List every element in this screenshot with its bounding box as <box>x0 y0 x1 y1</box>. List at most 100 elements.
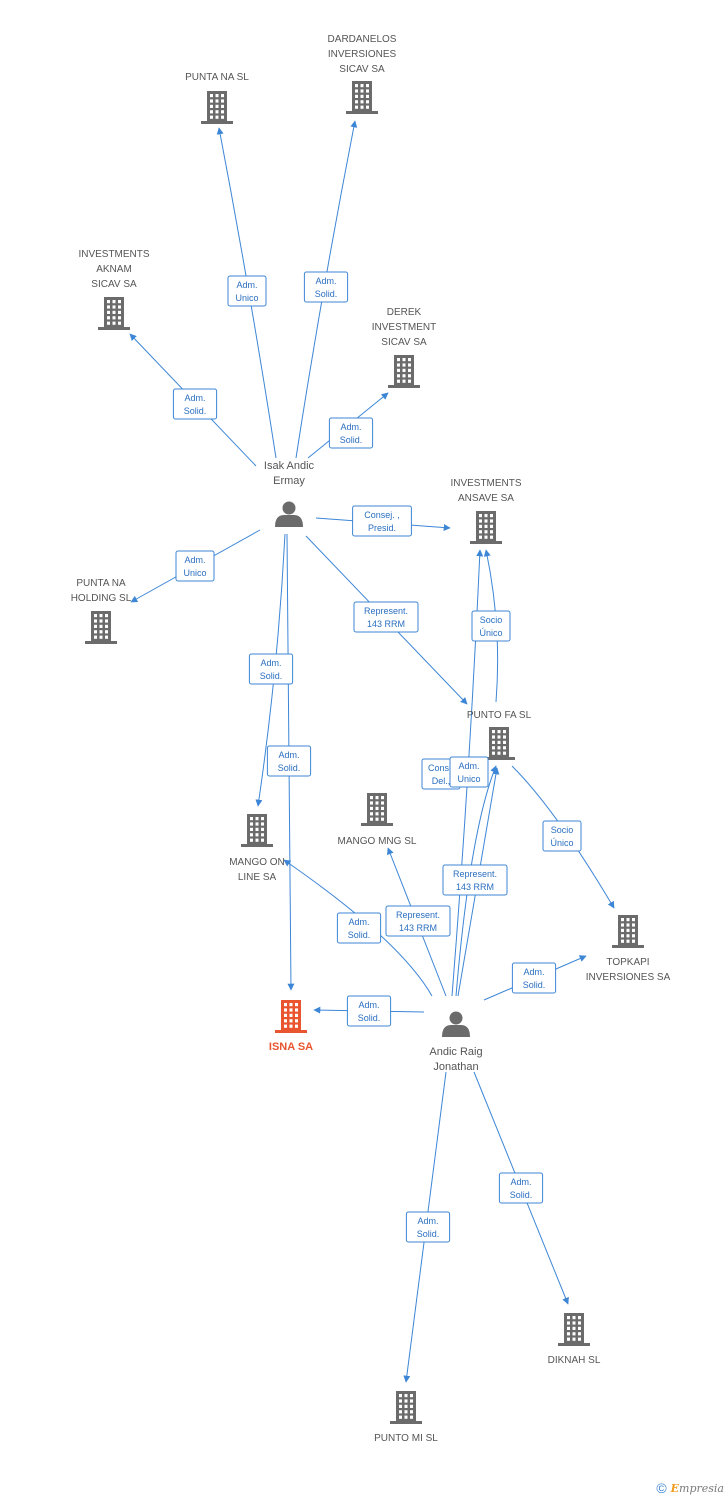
relation-label-jonathan-punto_fa[interactable]: Represent. 143 RRM <box>442 864 508 896</box>
relation-label-isak-dardanelos[interactable]: Adm. Solid. <box>303 271 349 303</box>
relation-label-box <box>248 653 294 685</box>
building-icon <box>483 727 515 760</box>
company-node-punta-na-holding-sl[interactable]: PUNTA NA HOLDING SL <box>71 578 132 644</box>
relation-label-text: Adm. <box>358 1000 379 1010</box>
relation-label-text: Adm. <box>184 555 205 565</box>
relation-label-text: Represent. <box>396 910 440 920</box>
building-icon <box>388 355 420 388</box>
relation-label-text: Conse <box>428 763 454 773</box>
relation-label-box <box>542 820 582 852</box>
person-label: Andic Raig <box>429 1046 482 1058</box>
company-label: INVESTMENTS <box>450 478 521 489</box>
relation-labels-layer: Adm.UnicoAdm.Solid.Adm.Solid.Adm.Solid.C… <box>172 271 582 1243</box>
relation-label-box <box>471 610 511 642</box>
company-label: MANGO ON <box>229 857 285 868</box>
relation-label-box <box>175 550 215 582</box>
company-label: SICAV SA <box>339 64 385 75</box>
relation-label-jonathan-punto_fa[interactable]: Adm. Unico <box>449 756 489 788</box>
relation-label-isak-mango_online[interactable]: Adm.Solid. <box>248 653 294 685</box>
relation-label-text: Unico <box>235 293 258 303</box>
relation-label-jonathan-diknah[interactable]: Adm.Solid. <box>498 1172 544 1204</box>
company-node-punto-fa-sl[interactable]: PUNTO FA SL <box>467 710 532 760</box>
relation-label-text: Represent. <box>453 869 497 879</box>
relation-label-box <box>511 962 557 994</box>
company-label: HOLDING SL <box>71 593 132 604</box>
relation-label-jonathan-topkapi[interactable]: Adm.Solid. <box>511 962 557 994</box>
company-label: SICAV SA <box>91 279 137 290</box>
relation-label-text: Solid. <box>358 1013 381 1023</box>
relation-label-text: Solid. <box>523 980 546 990</box>
relation-label-jonathan-mango_online[interactable]: Adm.Solid. <box>336 912 382 944</box>
relation-label-isak-derek[interactable]: Adm. Solid. <box>328 417 374 449</box>
relation-label-box <box>405 1211 451 1243</box>
company-node-investments-ansave-sa[interactable]: INVESTMENTS ANSAVE SA <box>450 478 522 544</box>
relation-label-text: Del., <box>432 776 451 786</box>
relation-label-isak-punta_na[interactable]: Adm.Unico <box>227 275 267 307</box>
relation-label-box <box>303 271 349 303</box>
relation-label-box <box>385 905 451 937</box>
person-label: Jonathan <box>433 1061 478 1073</box>
relation-label-text: Adm. <box>184 393 205 403</box>
relation-label-jonathan-punto_mi[interactable]: Adm.Solid. <box>405 1211 451 1243</box>
relation-label-text: Solid. <box>260 671 283 681</box>
building-icon <box>612 915 644 948</box>
relation-label-isak-punto_fa[interactable]: Represent.143 RRM <box>353 601 419 633</box>
relation-label-text: Único <box>550 838 573 848</box>
company-node-punto-mi-sl[interactable]: PUNTO MI SL <box>374 1391 438 1444</box>
company-label: ANSAVE SA <box>458 493 514 504</box>
company-label: PUNTO FA SL <box>467 710 532 721</box>
company-node-isna-sa[interactable]: ISNA SA <box>269 1000 313 1053</box>
brand-footer[interactable]: © Empresia <box>656 1480 724 1496</box>
relation-label-isak-punta_na_holding[interactable]: Adm.Unico <box>175 550 215 582</box>
company-node-diknah-sl[interactable]: DIKNAH SL <box>548 1313 601 1366</box>
relation-label-text: Socio <box>551 825 574 835</box>
company-label: TOPKAPI <box>606 957 649 968</box>
company-label: INVESTMENTS <box>78 249 149 260</box>
relation-label-text: Consej. , <box>364 510 400 520</box>
relation-label-text: Represent. <box>364 606 408 616</box>
building-icon <box>241 814 273 847</box>
company-label: PUNTA NA <box>76 578 126 589</box>
relation-label-box <box>328 417 374 449</box>
company-node-investments-aknam-sicav-sa[interactable]: INVESTMENTS AKNAM SICAV SA <box>78 249 150 330</box>
building-icon <box>275 1000 307 1033</box>
company-node-punta-na-sl[interactable]: PUNTA NA SL <box>185 72 249 124</box>
relation-label-box <box>498 1172 544 1204</box>
relation-label-box <box>227 275 267 307</box>
relation-label-box <box>352 505 412 537</box>
relation-label-box <box>449 756 489 788</box>
relation-label-isak-isna[interactable]: Adm.Solid. <box>266 745 312 777</box>
person-icon <box>275 501 303 527</box>
company-label: INVERSIONES SA <box>586 972 671 983</box>
relation-label-text: Solid. <box>340 435 363 445</box>
relation-label-text: Unico <box>457 774 480 784</box>
company-node-mango-mng-sl[interactable]: MANGO MNG SL <box>338 793 417 847</box>
relation-label-text: 143 RRM <box>456 882 494 892</box>
company-label: AKNAM <box>96 264 132 275</box>
relation-label-box <box>442 864 508 896</box>
relation-label-text: Solid. <box>315 289 338 299</box>
company-node-topkapi-inversiones-sa[interactable]: TOPKAPI INVERSIONES SA <box>586 915 671 983</box>
relation-label-text: Adm. <box>340 422 361 432</box>
building-icon <box>558 1313 590 1346</box>
relation-label-text: Único <box>479 628 502 638</box>
relation-label-isak-ansave[interactable]: Consej. ,Presid. <box>352 505 412 537</box>
brand-logo[interactable]: Empresia <box>670 1481 724 1495</box>
copyright-icon: © <box>656 1480 667 1496</box>
relation-label-jonathan-mango_mng[interactable]: Represent.143 RRM <box>385 905 451 937</box>
relation-label-text: Adm. <box>315 276 336 286</box>
relation-label-text: Socio <box>480 615 503 625</box>
company-label: ISNA SA <box>269 1041 313 1053</box>
relation-label-isak-aknam[interactable]: Adm.Solid. <box>172 388 218 420</box>
relation-label-text: Adm. <box>458 761 479 771</box>
relation-label-jonathan-isna[interactable]: Adm. Solid. <box>346 995 392 1027</box>
building-icon <box>98 297 130 330</box>
company-label: MANGO MNG SL <box>338 836 417 847</box>
